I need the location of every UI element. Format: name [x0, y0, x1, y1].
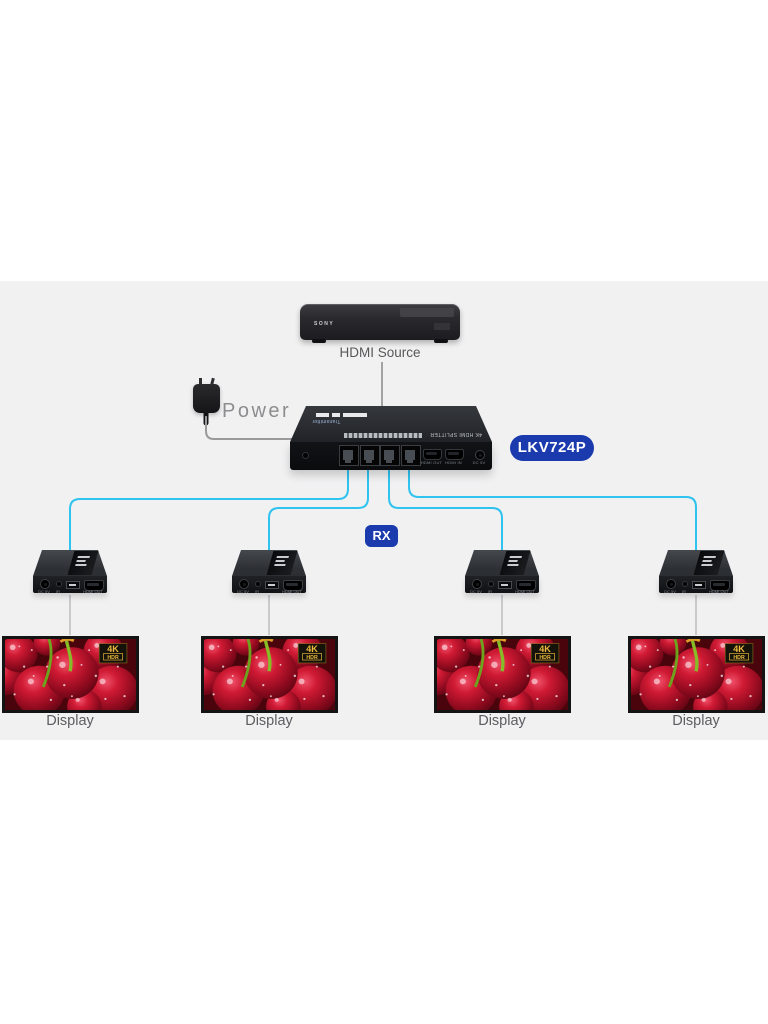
dc-label: DC 5V	[237, 589, 249, 594]
ir-label: IR	[255, 589, 259, 594]
dc-power-jack	[239, 579, 249, 589]
usb-port	[66, 581, 80, 589]
receiver-front-panel: DC 5V IR HDMI OUT	[33, 576, 107, 594]
dc-label: DC 5V	[472, 460, 486, 465]
dc-label: DC 5V	[470, 589, 482, 594]
plug-prong	[199, 378, 202, 385]
hdmi-in-label: HDMI IN	[445, 460, 462, 465]
rj45-port-2	[359, 445, 380, 466]
ir-label: IR	[682, 589, 686, 594]
splitter-top-label: Transmitter	[312, 418, 341, 424]
front-panel-button	[434, 323, 450, 330]
hdmi-out-port	[283, 579, 303, 591]
ir-label: IR	[488, 589, 492, 594]
ir-jack	[682, 581, 688, 587]
hdmi-out-port	[710, 579, 730, 591]
splitter-edge-label: 4K HDMI SPLITTER	[430, 431, 482, 437]
display-caption-4: Display	[672, 713, 720, 729]
hdmi-splitter-device: Transmitter 4K HDMI SPLITTER HDMI OUT HD…	[290, 406, 492, 470]
receiver-4: DC 5V IR HDMI OUT	[657, 550, 735, 595]
display-caption-1: Display	[46, 713, 94, 729]
dc-power-jack	[40, 579, 50, 589]
hdmi-out-label: HDMI OUT	[420, 460, 443, 465]
hdmi-source-device: SONY	[300, 304, 460, 343]
disc-tray	[400, 308, 454, 317]
hdmi-out-label: HDMI OUT	[709, 589, 729, 594]
hdmi-out-label: HDMI OUT	[282, 589, 302, 594]
splitter-top-face: Transmitter 4K HDMI SPLITTER	[290, 406, 492, 442]
power-adapter	[193, 377, 220, 413]
splitter-front-panel: HDMI OUT HDMI IN DC 5V	[290, 442, 492, 470]
dc-power-jack	[475, 450, 485, 460]
dc-label: DC 5V	[38, 589, 50, 594]
model-badge: LKV724P	[510, 435, 594, 461]
usb-port	[498, 581, 512, 589]
hdmi-in-port	[445, 449, 464, 460]
brand-text: SONY	[314, 321, 335, 327]
ir-jack	[255, 581, 261, 587]
ir-jack	[56, 581, 62, 587]
splitter-vent-stripe	[344, 433, 422, 438]
hdmi-source-caption: HDMI Source	[339, 345, 421, 360]
device-foot	[312, 339, 326, 343]
dc-power-jack	[666, 579, 676, 589]
display-caption-2: Display	[245, 713, 293, 729]
display-2	[200, 636, 338, 713]
display-caption-3: Display	[478, 713, 526, 729]
ir-jack	[488, 581, 494, 587]
receiver-1: DC 5V IR HDMI OUT	[31, 550, 109, 595]
device-foot	[434, 339, 448, 343]
rj45-port-1	[339, 445, 359, 466]
receiver-3: DC 5V IR HDMI OUT	[463, 550, 541, 595]
display-1	[1, 636, 139, 713]
rj45-port-4	[400, 445, 421, 466]
usb-port	[692, 581, 706, 589]
display-3	[433, 636, 571, 713]
reset-hole	[302, 452, 309, 459]
hdmi-out-label: HDMI OUT	[83, 589, 103, 594]
hdmi-out-port	[84, 579, 104, 591]
hdmi-out-port	[423, 449, 442, 460]
display-4	[627, 636, 765, 713]
receiver-front-panel: DC 5V IR HDMI OUT	[232, 576, 306, 594]
hdmi-out-label: HDMI OUT	[515, 589, 535, 594]
ir-label: IR	[56, 589, 60, 594]
rj45-port-3	[380, 445, 400, 466]
receiver-front-panel: DC 5V IR HDMI OUT	[465, 576, 539, 594]
usb-port	[265, 581, 279, 589]
receiver-2: DC 5V IR HDMI OUT	[230, 550, 308, 595]
hdmi-out-port	[516, 579, 536, 591]
receiver-front-panel: DC 5V IR HDMI OUT	[659, 576, 733, 594]
dc-label: DC 5V	[664, 589, 676, 594]
dc-power-jack	[472, 579, 482, 589]
splitter-logo-marks	[316, 413, 367, 417]
rx-badge: RX	[365, 525, 398, 547]
